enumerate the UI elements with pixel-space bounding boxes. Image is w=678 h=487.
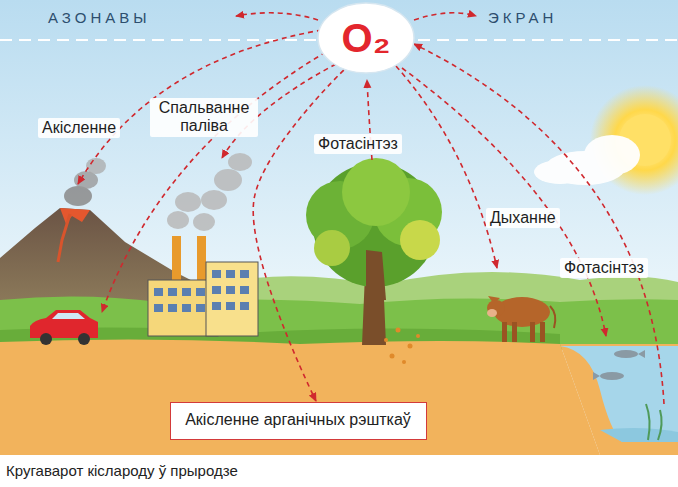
factory [148, 236, 258, 336]
cow [487, 300, 505, 316]
factory [197, 236, 206, 280]
factory [226, 270, 235, 278]
smoke [193, 213, 215, 231]
smoke [175, 192, 201, 212]
oxygen-flow-arrows [236, 13, 318, 20]
cow [487, 309, 497, 317]
region-label: ЭКРАН [488, 9, 557, 26]
cloud [534, 160, 586, 184]
ellipse-outline [318, 3, 414, 73]
factory [154, 288, 163, 296]
factory [212, 302, 221, 310]
soil [560, 344, 678, 455]
factory [226, 302, 235, 310]
process-label: Фотасінтэз [314, 134, 402, 154]
factory [154, 270, 249, 312]
tree [366, 250, 386, 300]
smoke [214, 169, 242, 191]
figure-caption: Кругаварот кіслароду ў прыродзе [6, 462, 238, 479]
cow [550, 306, 555, 328]
smoke [228, 153, 252, 171]
tree [402, 360, 406, 364]
water [560, 346, 678, 442]
factory [240, 270, 249, 278]
volcano [86, 158, 106, 174]
water [600, 428, 678, 442]
tree [408, 344, 413, 349]
process-label: Фотасінтэз [560, 258, 648, 278]
volcano [64, 186, 92, 206]
factory [182, 304, 191, 312]
factory [240, 302, 249, 310]
tree [390, 354, 395, 359]
process-box: Акісленне арганічных рэшткаў [170, 402, 427, 440]
soil [0, 339, 678, 455]
oxygen-flow-arrows [78, 30, 322, 184]
factory [172, 236, 181, 280]
car [30, 310, 98, 338]
factory [206, 262, 258, 336]
cow [487, 296, 555, 342]
flow-connector [253, 70, 344, 401]
sky [0, 0, 678, 455]
oxygen-flow-arrows [396, 66, 497, 268]
tree [314, 230, 350, 266]
oxygen-ellipse: O₂ [317, 2, 415, 74]
formula-text: O₂ [342, 15, 391, 61]
factory [168, 288, 177, 296]
factory [240, 286, 249, 294]
smoke [201, 190, 227, 210]
smoke [167, 211, 189, 229]
process-label: Дыханне [486, 208, 560, 228]
tree [384, 328, 420, 365]
cow [540, 322, 545, 342]
factory [212, 286, 221, 294]
tree [400, 220, 440, 260]
fish [614, 350, 638, 358]
factory [196, 304, 205, 312]
oxygen-flow-arrows [402, 68, 606, 336]
factory [196, 288, 205, 296]
fish [600, 372, 624, 380]
volcano [0, 208, 240, 305]
cloud [584, 135, 640, 175]
oxygen-flow-arrows [102, 52, 326, 312]
tree [396, 328, 401, 333]
factory [212, 270, 221, 278]
tree [384, 338, 388, 342]
fish [593, 372, 600, 380]
cow [502, 322, 507, 342]
water [560, 346, 678, 442]
factory [182, 288, 191, 296]
cow [530, 322, 535, 342]
cow [512, 322, 517, 342]
fish [593, 350, 645, 380]
oxygen-flow-arrows [414, 44, 664, 404]
factory [168, 304, 177, 312]
process-label: Акісленне [38, 118, 120, 138]
car [52, 313, 85, 319]
soil [0, 339, 600, 455]
tree [306, 158, 442, 364]
region-label: АЗОНАВЫ [48, 9, 151, 26]
factory [226, 286, 235, 294]
oxygen-flow-arrows [414, 13, 476, 20]
factory [154, 304, 163, 312]
volcano [58, 214, 70, 262]
tree [342, 158, 410, 226]
cloud [534, 135, 640, 185]
water [646, 404, 662, 440]
sky [0, 0, 678, 455]
volcano [60, 208, 90, 224]
box-text: Акісленне арганічных рэшткаў [185, 411, 412, 429]
car [40, 333, 52, 345]
tree [416, 334, 420, 338]
process-label: Спальванне паліва [150, 98, 258, 137]
car [30, 310, 98, 345]
fish [638, 350, 645, 358]
car [78, 333, 90, 345]
smoke [167, 153, 252, 231]
